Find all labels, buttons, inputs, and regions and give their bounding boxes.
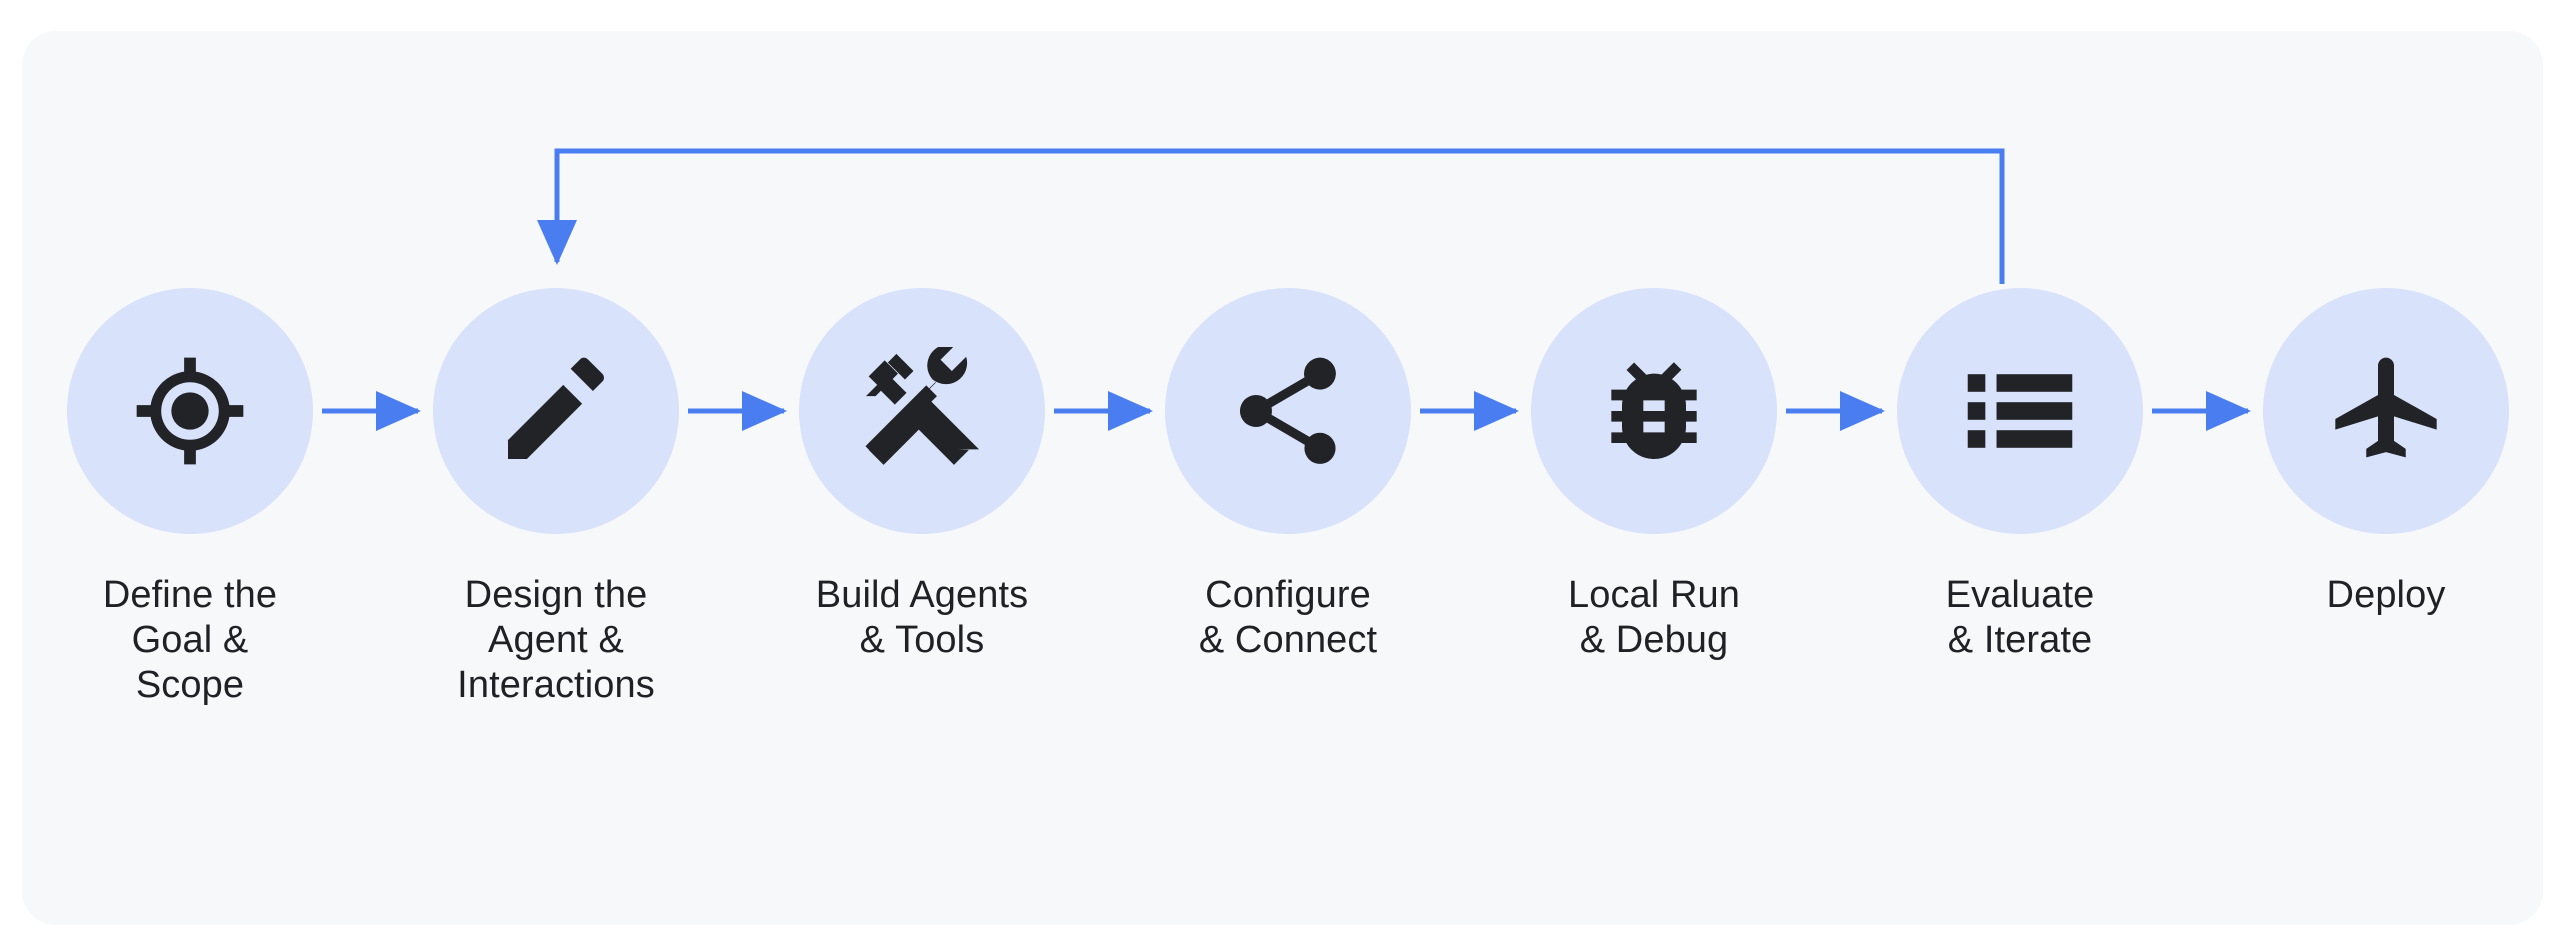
step-evaluate-iterate[interactable]: Evaluate & Iterate (1870, 288, 2170, 663)
step-circle[interactable] (1165, 288, 1411, 534)
step-circle[interactable] (67, 288, 313, 534)
list-icon (1956, 347, 2084, 475)
step-circle[interactable] (1531, 288, 1777, 534)
step-configure-connect[interactable]: Configure & Connect (1138, 288, 1438, 663)
step-local-run-debug[interactable]: Local Run & Debug (1504, 288, 1804, 663)
step-deploy[interactable]: Deploy (2236, 288, 2536, 618)
step-label: Design the Agent & Interactions (457, 574, 655, 706)
pencil-icon (492, 347, 620, 475)
step-build-agents-tools[interactable]: Build Agents & Tools (772, 288, 1072, 663)
step-circle[interactable] (433, 288, 679, 534)
share-nodes-icon (1224, 347, 1352, 475)
hammer-wrench-icon (858, 347, 986, 475)
airplane-icon (2322, 347, 2450, 475)
step-label: Configure & Connect (1198, 574, 1378, 661)
step-label: Local Run & Debug (1567, 574, 1740, 661)
step-label: Define the Goal & Scope (102, 574, 278, 706)
step-label: Evaluate & Iterate (1945, 574, 2095, 661)
bug-icon (1590, 347, 1718, 475)
step-define-goal-scope[interactable]: Define the Goal & Scope (40, 288, 340, 707)
step-circle[interactable] (2263, 288, 2509, 534)
step-circle[interactable] (1897, 288, 2143, 534)
step-circle[interactable] (799, 288, 1045, 534)
step-label: Build Agents & Tools (815, 574, 1029, 661)
step-design-agent[interactable]: Design the Agent & Interactions (406, 288, 706, 707)
target-icon (126, 347, 254, 475)
step-label: Deploy (2326, 574, 2446, 616)
